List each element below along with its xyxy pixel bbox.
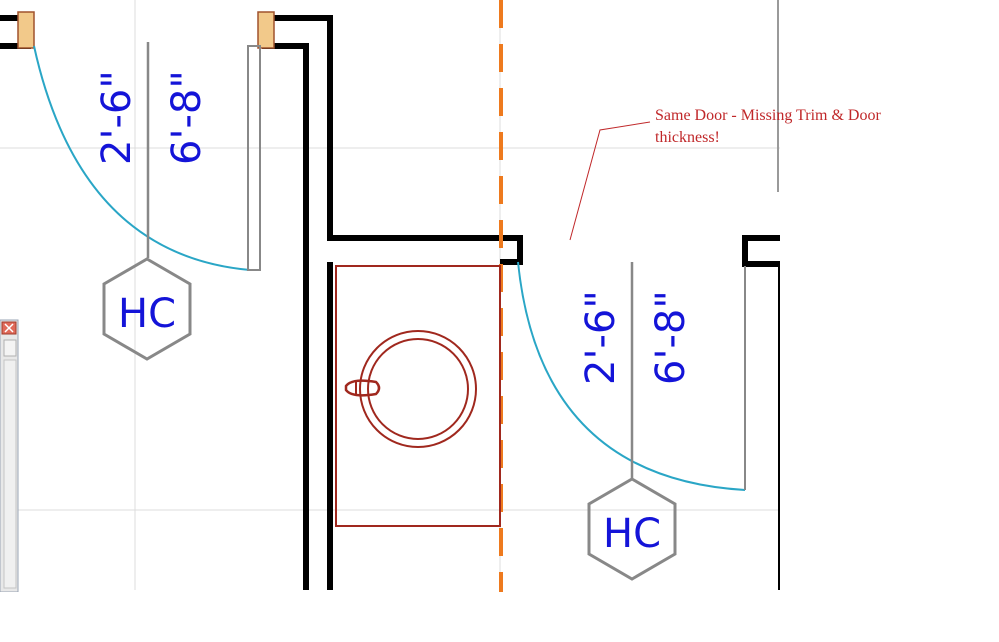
annotation-line-1: Same Door - Missing Trim & Door [655, 107, 881, 124]
door-left-leaf [247, 45, 261, 271]
door-right: HC 2'-6" 6'-8" [517, 261, 746, 581]
faucet [344, 379, 381, 397]
door-right-height-label: 6'-8" [648, 290, 694, 385]
dialog-panel [3, 359, 17, 589]
door-left-tag-hexagon [102, 257, 192, 361]
door-trim-markers [17, 11, 275, 49]
door-right-tag-text: HC [603, 511, 661, 557]
page-bottom-margin [0, 592, 999, 642]
wall-right-jamb [742, 235, 780, 267]
wall-center-outer [262, 15, 523, 265]
door-left: HC 2'-6" 6'-8" [33, 42, 261, 361]
lavatory-fixture [335, 265, 501, 527]
door-right-swing-arc [517, 261, 746, 491]
annotation-callout: Same Door - Missing Trim & Door thicknes… [569, 107, 881, 241]
partial-dialog-window[interactable] [0, 319, 19, 593]
dialog-scrollbar[interactable] [3, 339, 17, 357]
door-left-tag-text: HC [118, 291, 176, 337]
door-left-swing-arc [33, 45, 251, 271]
annotation-line-2: thickness! [655, 129, 720, 146]
door-left-width-label: 2'-6" [94, 70, 140, 165]
sink-outer [359, 330, 477, 448]
sink-inner [367, 338, 469, 440]
page-right-margin [782, 192, 999, 592]
annotation-leader [569, 121, 651, 241]
wall-center-inner [262, 43, 309, 590]
door-right-tag-hexagon [587, 477, 677, 581]
door-left-height-label: 6'-8" [164, 70, 210, 165]
door-right-width-label: 2'-6" [578, 290, 624, 385]
counter-outline [335, 265, 501, 527]
